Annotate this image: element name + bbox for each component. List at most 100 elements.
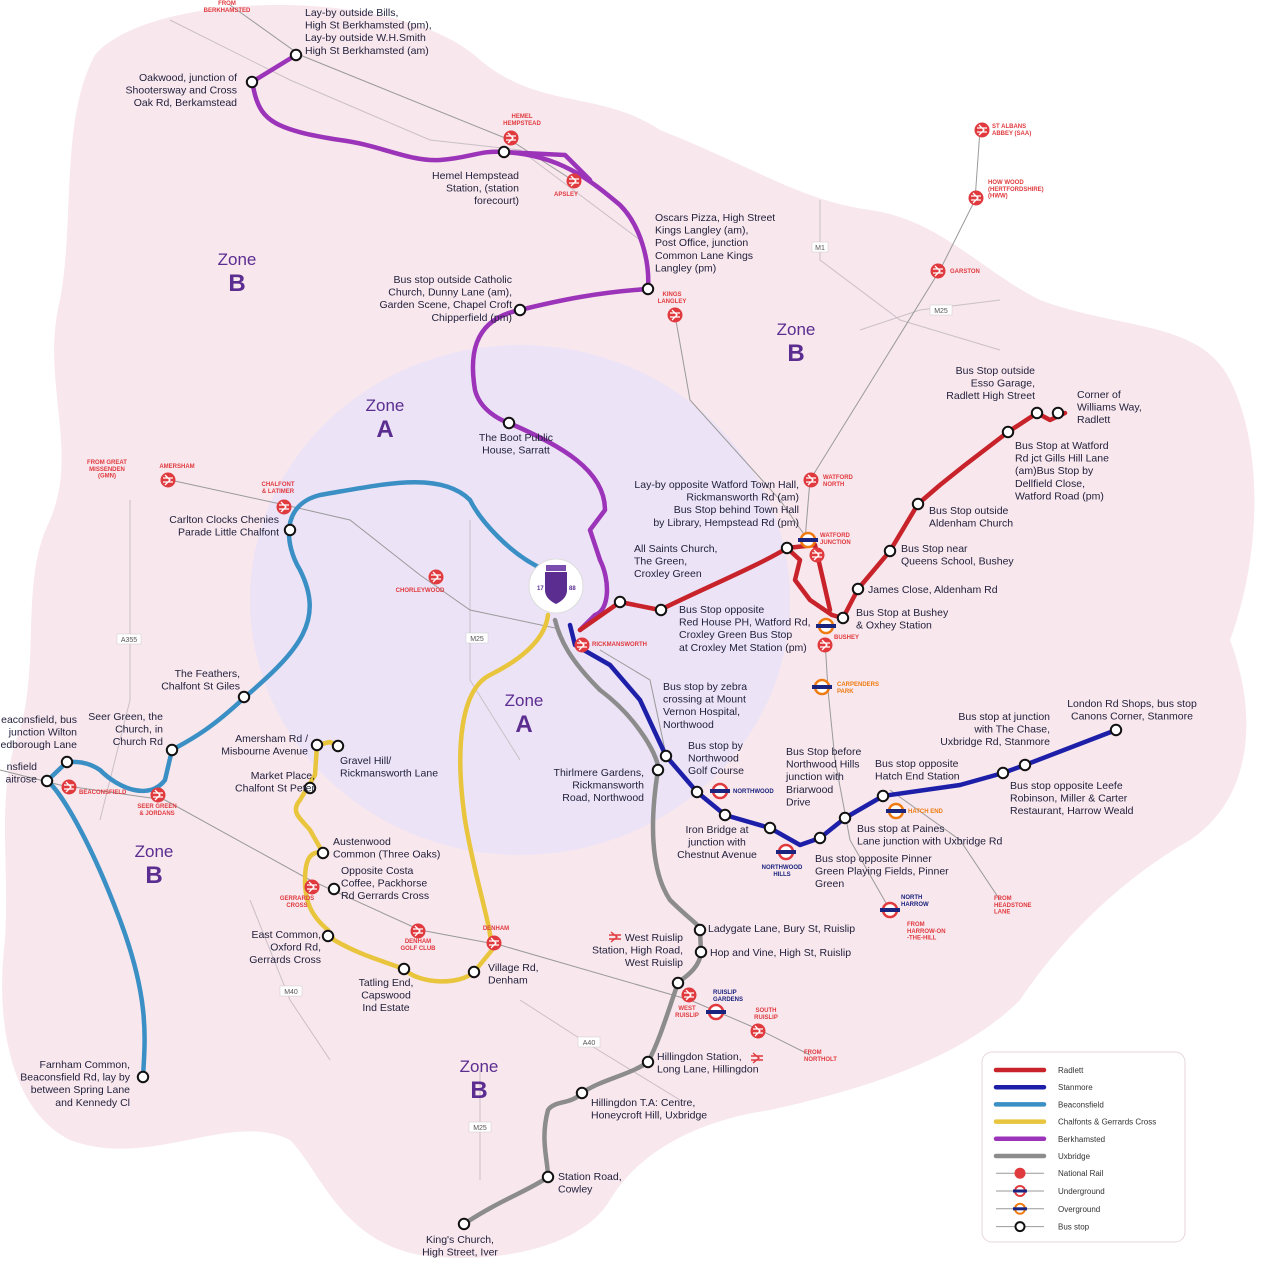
legend-label-overground: Overground <box>1058 1205 1100 1214</box>
bus-stop-oscars[interactable] <box>641 282 655 296</box>
bus-stop-queens[interactable] <box>883 544 897 558</box>
bus-stop-boot[interactable] <box>502 416 516 430</box>
bus-stop-hopvine[interactable] <box>694 945 708 959</box>
bus-stop-farnham[interactable] <box>136 1070 150 1084</box>
bus-stop-leefe[interactable] <box>1018 758 1032 772</box>
tube-station-symbols <box>706 531 906 1021</box>
stop-label-gravel: Gravel Hill/Rickmansworth Lane <box>340 755 438 780</box>
legend-label-5: Uxbridge <box>1058 1152 1091 1161</box>
bus-stops <box>40 48 1123 1231</box>
rail-icon-beaconsfield <box>61 779 77 795</box>
bus-stop-westruislip[interactable] <box>671 976 685 990</box>
rail-icon-howwood <box>968 190 984 206</box>
bus-stop-seer[interactable] <box>165 743 179 757</box>
bus-stop-oak[interactable] <box>245 75 259 89</box>
zone-b-east-letter: B <box>787 340 804 367</box>
zone-b-southwest-label: Zone <box>135 842 174 861</box>
roundel-icon-northwoodhills <box>776 843 796 861</box>
station-label-hatchend-tube: HATCH END <box>908 809 944 815</box>
bus-stop-gravel[interactable] <box>331 739 345 753</box>
bus-stop-beacbus[interactable] <box>60 755 74 769</box>
stop-label-cowley: Station Road,Cowley <box>558 1171 622 1196</box>
roundel-icon-northharrow <box>880 901 900 919</box>
roundel-icon-hatchend <box>886 802 906 820</box>
stop-label-bushey: Bus Stop at Bushey& Oxhey Station <box>856 607 949 632</box>
bus-stop-chase[interactable] <box>996 766 1010 780</box>
rail-icon-rickmansworth <box>574 637 590 653</box>
bus-stop-golf[interactable] <box>690 785 704 799</box>
stop-label-village: Village Rd,Denham <box>488 962 539 987</box>
bus-stop-aldenham[interactable] <box>911 497 925 511</box>
station-label-chorleywood: CHORLEYWOOD <box>396 588 445 594</box>
bus-stop-canons[interactable] <box>1109 723 1123 737</box>
bus-stop-ironbridge[interactable] <box>718 808 732 822</box>
bus-stop-eastcommon[interactable] <box>321 929 335 943</box>
bus-stop-hillingdon[interactable] <box>641 1055 655 1069</box>
bus-stop-amersham[interactable] <box>310 738 324 752</box>
rail-icon-seergreen <box>150 787 166 803</box>
bus-stop-briarwood[interactable] <box>763 821 777 835</box>
station-label-garston: GARSTON <box>950 269 980 275</box>
legend-label-3: Chalfonts & Gerrards Cross <box>1058 1118 1156 1127</box>
bus-stop-redhouse[interactable] <box>654 603 668 617</box>
zone-b-south-label: Zone <box>460 1057 499 1076</box>
bus-stop-hillta[interactable] <box>575 1086 589 1100</box>
bus-stop-williams[interactable] <box>1051 406 1065 420</box>
stop-label-ladygate: Ladygate Lane, Bury St, Ruislip <box>708 923 855 935</box>
road-labels: M1 M25 A355 M25 M40 A40 M25 <box>116 241 953 1133</box>
bus-stop-ladygate[interactable] <box>693 923 707 937</box>
roundel-icon-bushey <box>816 617 836 635</box>
school-crest: 17 88 <box>528 558 584 614</box>
legend-label-0: Radlett <box>1058 1066 1084 1075</box>
legend-label-1: Stanmore <box>1058 1083 1093 1092</box>
roundel-icon-carpenders <box>812 678 832 696</box>
rail-icon-amersham <box>160 472 176 488</box>
bus-stop-market[interactable] <box>303 781 317 795</box>
bus-stop-watfordhall[interactable] <box>780 541 794 555</box>
road-m25-east: M25 <box>934 308 948 315</box>
rail-icon-gerrards <box>304 879 320 895</box>
bus-stop-village[interactable] <box>467 965 481 979</box>
bus-stop-costa[interactable] <box>327 882 341 896</box>
rail-icon-garston <box>930 263 946 279</box>
bus-stop-austen[interactable] <box>316 846 330 860</box>
bus-stop-berk1[interactable] <box>289 48 303 62</box>
bus-stop-esso[interactable] <box>1030 406 1044 420</box>
bus-stop-carlton[interactable] <box>283 523 297 537</box>
bus-stop-hemel[interactable] <box>497 145 511 159</box>
bus-stop-gills[interactable] <box>1001 425 1015 439</box>
stop-label-watfordhall: Lay-by opposite Watford Town Hall,Rickma… <box>634 479 799 529</box>
bus-stop-paines[interactable] <box>838 811 852 825</box>
bus-stop-pinner[interactable] <box>813 831 827 845</box>
legend-label-4: Berkhamsted <box>1058 1135 1105 1144</box>
bus-stop-zebra[interactable] <box>659 749 673 763</box>
bus-stop-tatling[interactable] <box>397 962 411 976</box>
bus-stop-waitrose[interactable] <box>40 774 54 788</box>
bus-stop-cowley[interactable] <box>541 1170 555 1184</box>
bus-stop-thirlmere[interactable] <box>651 763 665 777</box>
bus-stop-catholic[interactable] <box>513 303 527 317</box>
road-m25-centre: M25 <box>470 636 484 643</box>
bus-stop-allsaints[interactable] <box>613 595 627 609</box>
road-a40: A40 <box>583 1040 596 1047</box>
road-m25-south: M25 <box>473 1125 487 1132</box>
bus-stop-hatchend[interactable] <box>876 789 890 803</box>
station-label-apsley: APSLEY <box>554 192 578 198</box>
bus-stop-bushey[interactable] <box>836 611 850 625</box>
bus-stop-iver[interactable] <box>457 1217 471 1231</box>
legend-label-2: Beaconsfield <box>1058 1100 1104 1109</box>
bus-stop-james[interactable] <box>851 582 865 596</box>
bus-stop-feathers[interactable] <box>237 690 251 704</box>
